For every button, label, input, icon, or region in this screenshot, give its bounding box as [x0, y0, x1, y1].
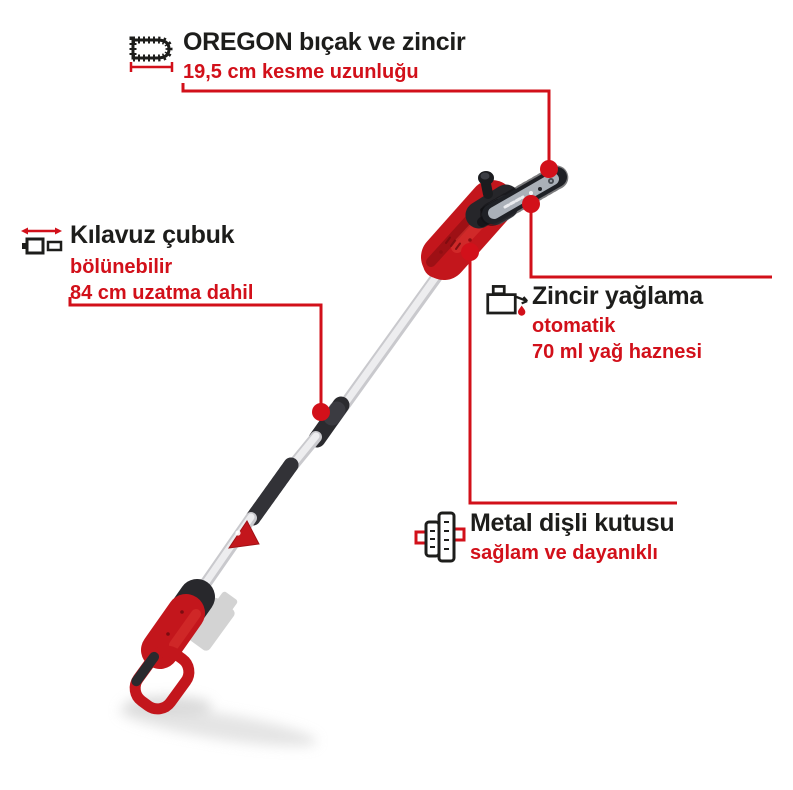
callout-pole-spec-2: 84 cm uzatma dahil: [70, 282, 254, 304]
callout-blade: OREGON bıçak ve zincir 19,5 cm kesme uzu…: [128, 27, 466, 85]
callout-gearbox-spec: sağlam ve dayanıklı: [470, 542, 658, 564]
callout-connector-lines: [68, 83, 772, 505]
callout-oiling-spec-2: 70 ml yağ haznesi: [532, 341, 703, 363]
oil-can-icon: [486, 285, 529, 316]
strap-clip: [227, 520, 260, 549]
pointer-dot-pole: [312, 403, 330, 421]
connector-pole: [68, 297, 323, 412]
length-measure: [129, 62, 174, 72]
callout-gearbox-title: Metal dişli kutusu: [470, 509, 675, 537]
callout-gearbox: Metal dişli kutusu sağlam ve dayanıklı: [414, 508, 675, 566]
motor-vents: [445, 236, 461, 250]
callout-oiling: Zincir yağlama otomatik 70 ml yağ haznes…: [485, 281, 703, 365]
callout-pole-title: Kılavuz çubuk: [70, 221, 235, 249]
connector-blade: [181, 83, 551, 169]
handle-assembly: [129, 579, 215, 715]
telescopic-coupling: [308, 396, 350, 448]
callout-blade-spec: 19,5 cm kesme uzunluğu: [183, 61, 419, 83]
connector-gearbox: [468, 252, 677, 505]
connector-oiling: [529, 204, 772, 279]
callout-pole: Kılavuz çubuk bölünebilir 84 cm uzatma d…: [20, 220, 253, 306]
callout-blade-title: OREGON bıçak ve zincir: [183, 28, 466, 56]
battery-slot-placeholder: [186, 591, 238, 651]
chain-bar: [480, 165, 569, 226]
pointer-dot-gearbox: [461, 243, 479, 261]
chainsaw-bar-icon: [129, 36, 174, 72]
foam-grip: [245, 457, 299, 526]
callout-pole-spec-1: bölünebilir: [70, 256, 173, 278]
pointer-dot-oiling: [522, 195, 540, 213]
callout-oiling-title: Zincir yağlama: [532, 282, 703, 310]
pointer-dot-blade: [540, 160, 558, 178]
callout-oiling-spec-1: otomatik: [532, 315, 616, 337]
split-shaft-icon: [21, 227, 63, 255]
gearbox-icon: [414, 511, 466, 563]
tension-knob: [478, 171, 494, 199]
d-grip: [129, 645, 195, 715]
